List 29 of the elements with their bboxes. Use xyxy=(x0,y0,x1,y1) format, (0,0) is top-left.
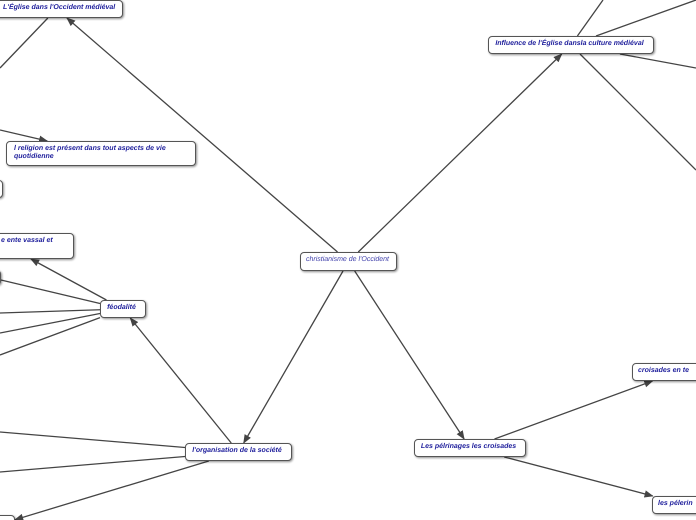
arrow xyxy=(504,456,654,498)
arrow xyxy=(494,380,654,440)
topic-box xyxy=(185,443,292,461)
connector-line xyxy=(0,431,186,448)
topic-box xyxy=(300,252,397,271)
connector-line xyxy=(0,317,100,356)
arrow xyxy=(243,270,344,444)
connector-line xyxy=(0,279,100,304)
arrow xyxy=(358,53,562,252)
arrow xyxy=(0,129,48,143)
topic-box xyxy=(632,363,696,381)
arrow xyxy=(30,258,107,301)
connector-line xyxy=(0,309,100,314)
connector-line xyxy=(0,18,48,68)
topic-box xyxy=(6,141,196,166)
connector-line xyxy=(580,54,696,170)
topic-box xyxy=(0,0,123,18)
topic-box xyxy=(414,439,526,457)
connector-line xyxy=(0,312,100,334)
arrow xyxy=(66,17,338,252)
arrow xyxy=(14,460,209,520)
connector-line xyxy=(0,456,186,473)
connector-line xyxy=(576,0,604,36)
connector-line xyxy=(620,53,696,69)
arrow xyxy=(354,270,465,440)
topic-box xyxy=(488,36,654,54)
arrow xyxy=(130,317,232,444)
connector-line xyxy=(596,0,696,37)
topic-box xyxy=(100,300,146,318)
